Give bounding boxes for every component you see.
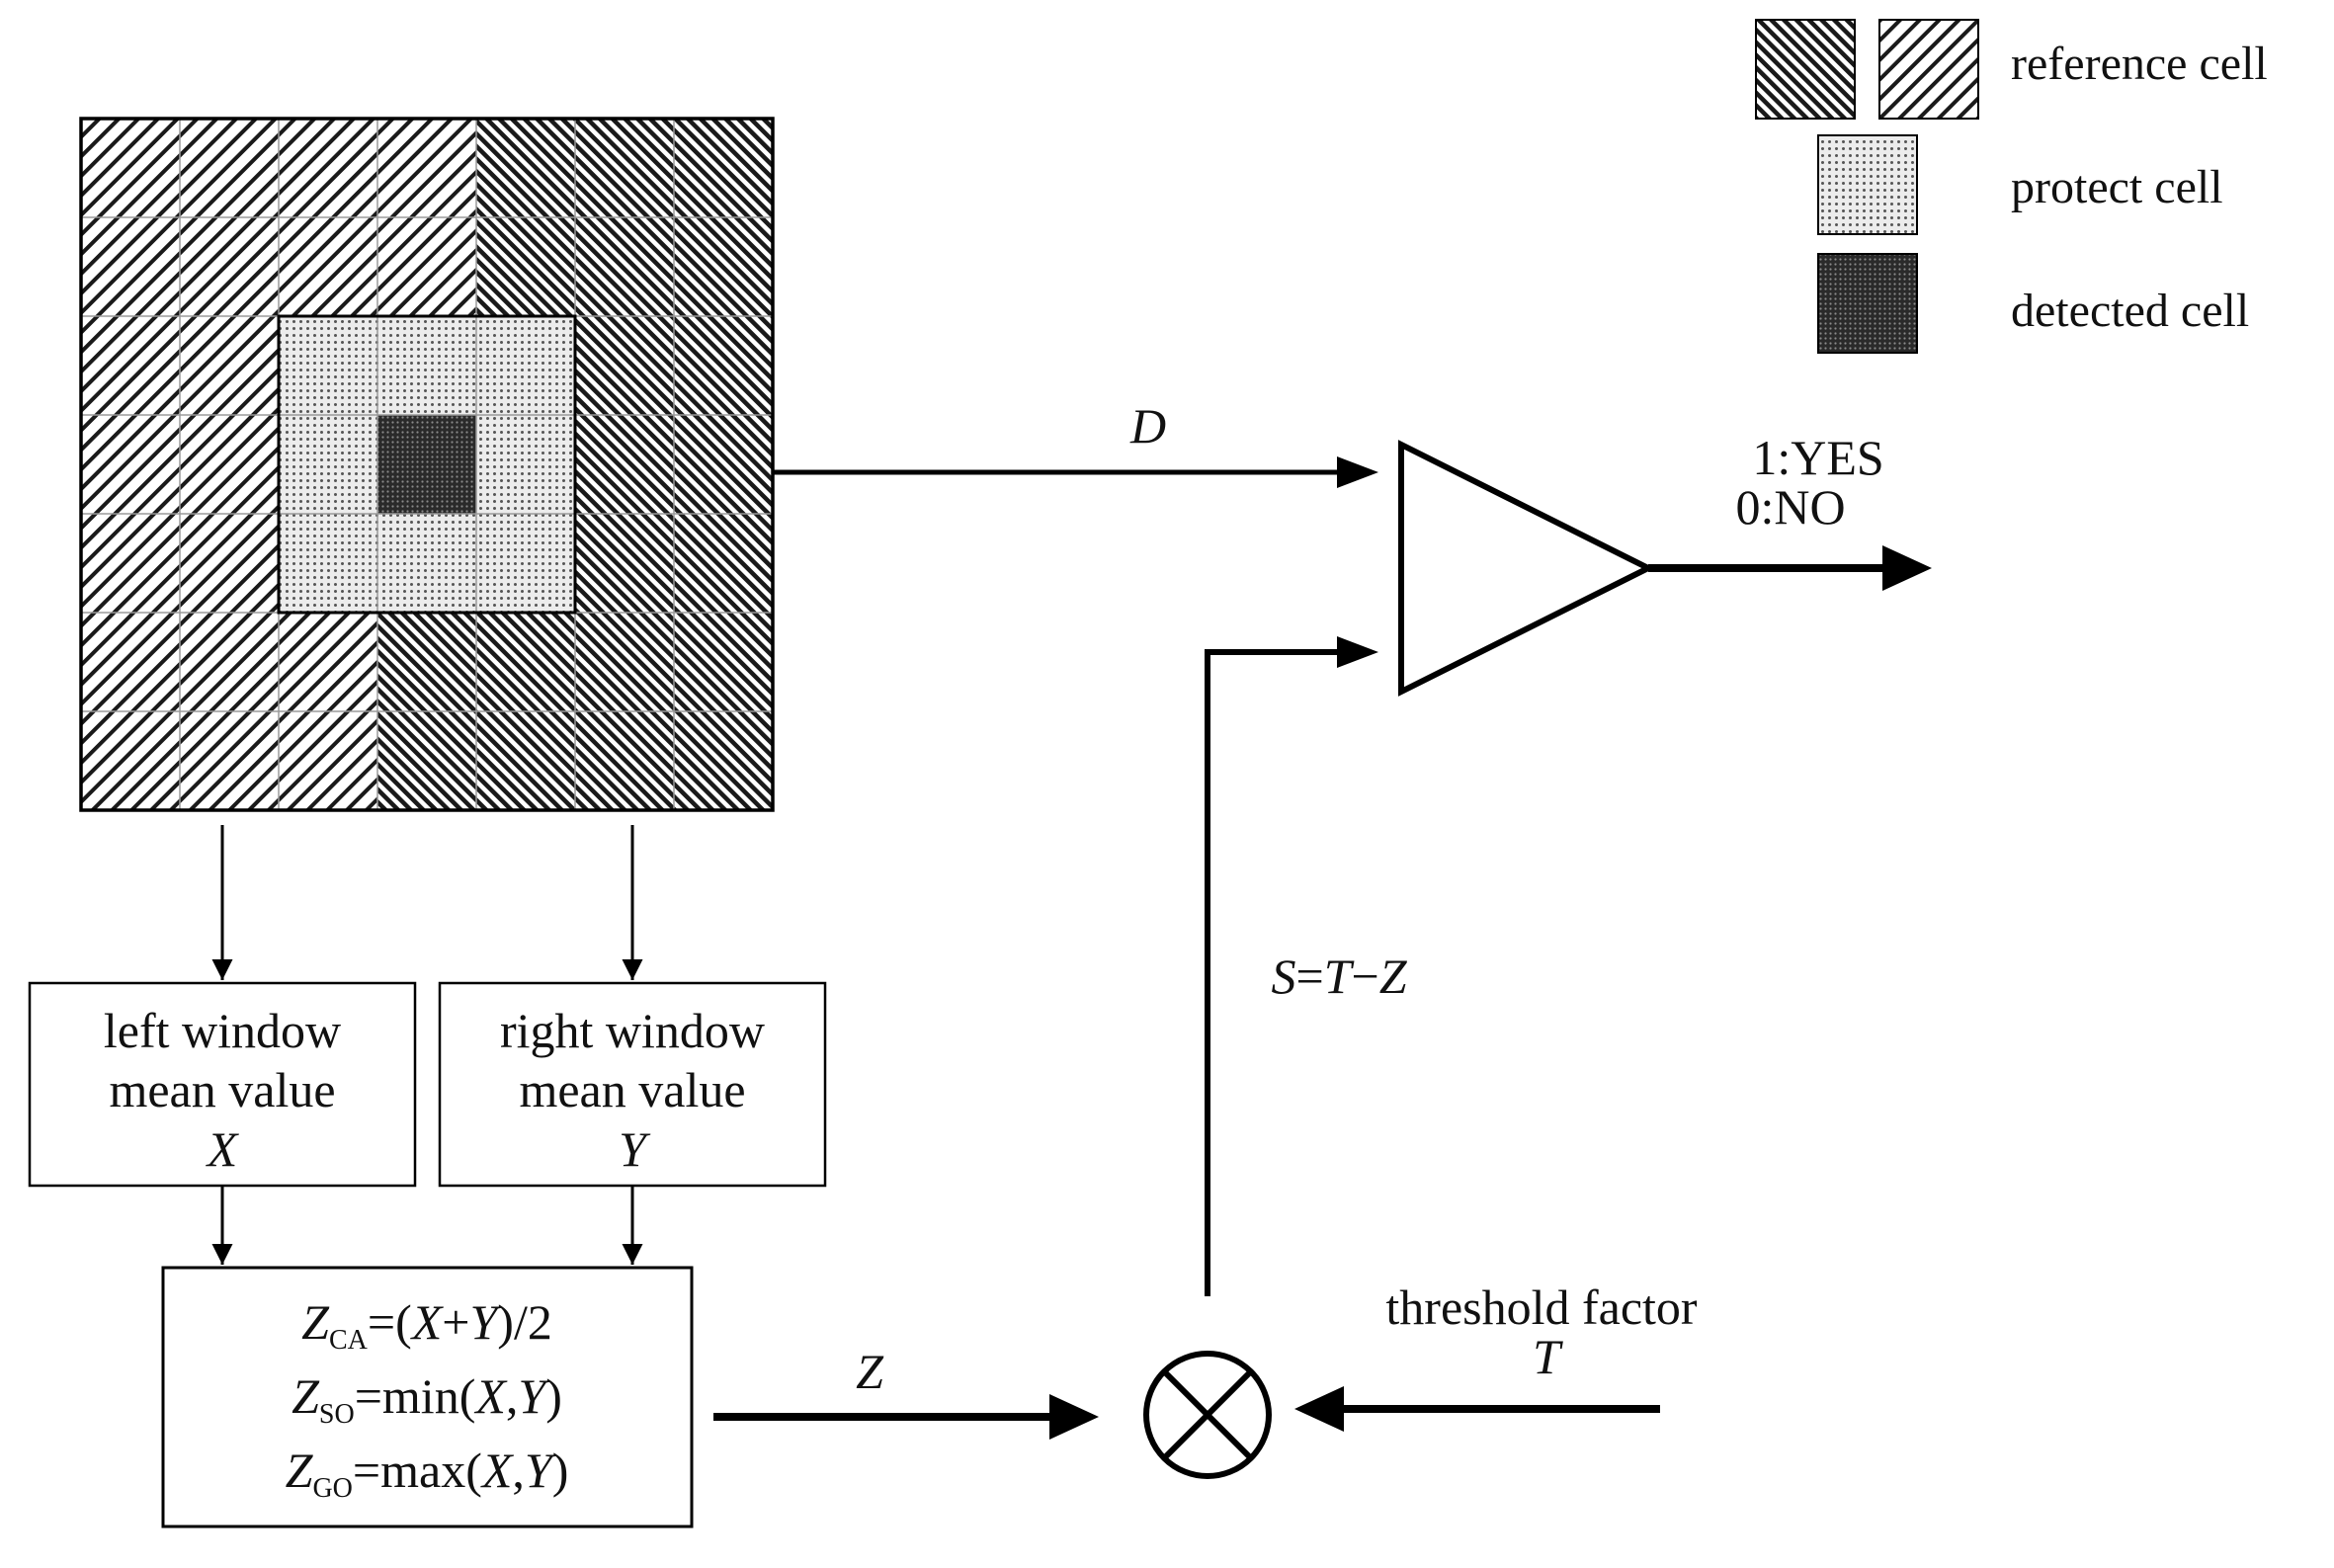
threshold-arrowhead bbox=[1294, 1386, 1344, 1432]
output: 1:YES 0:NO bbox=[1648, 430, 1932, 591]
right-box-line1: right window bbox=[500, 1003, 765, 1058]
formula-go: ZGO=max(X,Y) bbox=[286, 1443, 569, 1504]
z-signal: Z bbox=[713, 1344, 1099, 1440]
formula-ca: ZCA=(X+Y)/2 bbox=[301, 1294, 552, 1356]
left-window-box: left window mean value X bbox=[28, 981, 417, 1188]
legend-swatch-detected bbox=[1817, 253, 1918, 354]
legend-swatch-reference-sparse bbox=[1878, 19, 1979, 120]
left-box-line1: left window bbox=[104, 1003, 341, 1058]
s-path bbox=[1205, 649, 1339, 1296]
formula-box: ZCA=(X+Y)/2 ZSO=min(X,Y) ZGO=max(X,Y) bbox=[161, 1266, 694, 1528]
right-box-var: Y bbox=[619, 1121, 651, 1177]
s-label: S=T−Z bbox=[1271, 949, 1407, 1004]
d-signal: D bbox=[773, 398, 1378, 488]
legend-swatch-reference-dense bbox=[1755, 19, 1856, 120]
comparator-triangle-icon bbox=[1398, 440, 1655, 697]
formula-so: ZSO=min(X,Y) bbox=[292, 1368, 562, 1430]
right-window-box: right window mean value Y bbox=[438, 981, 827, 1188]
output-no-label: 0:NO bbox=[1735, 479, 1845, 535]
z-label: Z bbox=[856, 1344, 884, 1399]
z-arrowhead bbox=[1049, 1394, 1099, 1440]
legend: reference cell protect cell detected cel… bbox=[1755, 19, 2268, 354]
output-yes-label: 1:YES bbox=[1752, 430, 1883, 485]
output-arrowhead bbox=[1882, 545, 1932, 591]
s-arrowhead bbox=[1337, 636, 1378, 668]
left-box-var: X bbox=[206, 1121, 240, 1177]
d-arrowhead bbox=[1337, 456, 1378, 488]
cell-grid bbox=[79, 117, 775, 812]
d-label: D bbox=[1129, 398, 1166, 454]
detected-cell bbox=[377, 415, 476, 514]
legend-swatch-protect bbox=[1817, 134, 1918, 235]
multiplier-circle-x-icon bbox=[1143, 1351, 1272, 1479]
left-box-line2: mean value bbox=[109, 1062, 335, 1117]
protect-border bbox=[277, 314, 577, 615]
grid-border bbox=[79, 117, 775, 812]
s-signal: S=T−Z bbox=[1205, 636, 1408, 1296]
threshold-input: threshold factor T bbox=[1294, 1279, 1698, 1432]
legend-detected-label: detected cell bbox=[2011, 285, 2249, 337]
threshold-label: threshold factor bbox=[1385, 1279, 1698, 1335]
legend-reference-label: reference cell bbox=[2011, 38, 2268, 90]
right-box-line2: mean value bbox=[519, 1062, 745, 1117]
threshold-var: T bbox=[1533, 1329, 1563, 1384]
legend-protect-label: protect cell bbox=[2011, 161, 2223, 213]
